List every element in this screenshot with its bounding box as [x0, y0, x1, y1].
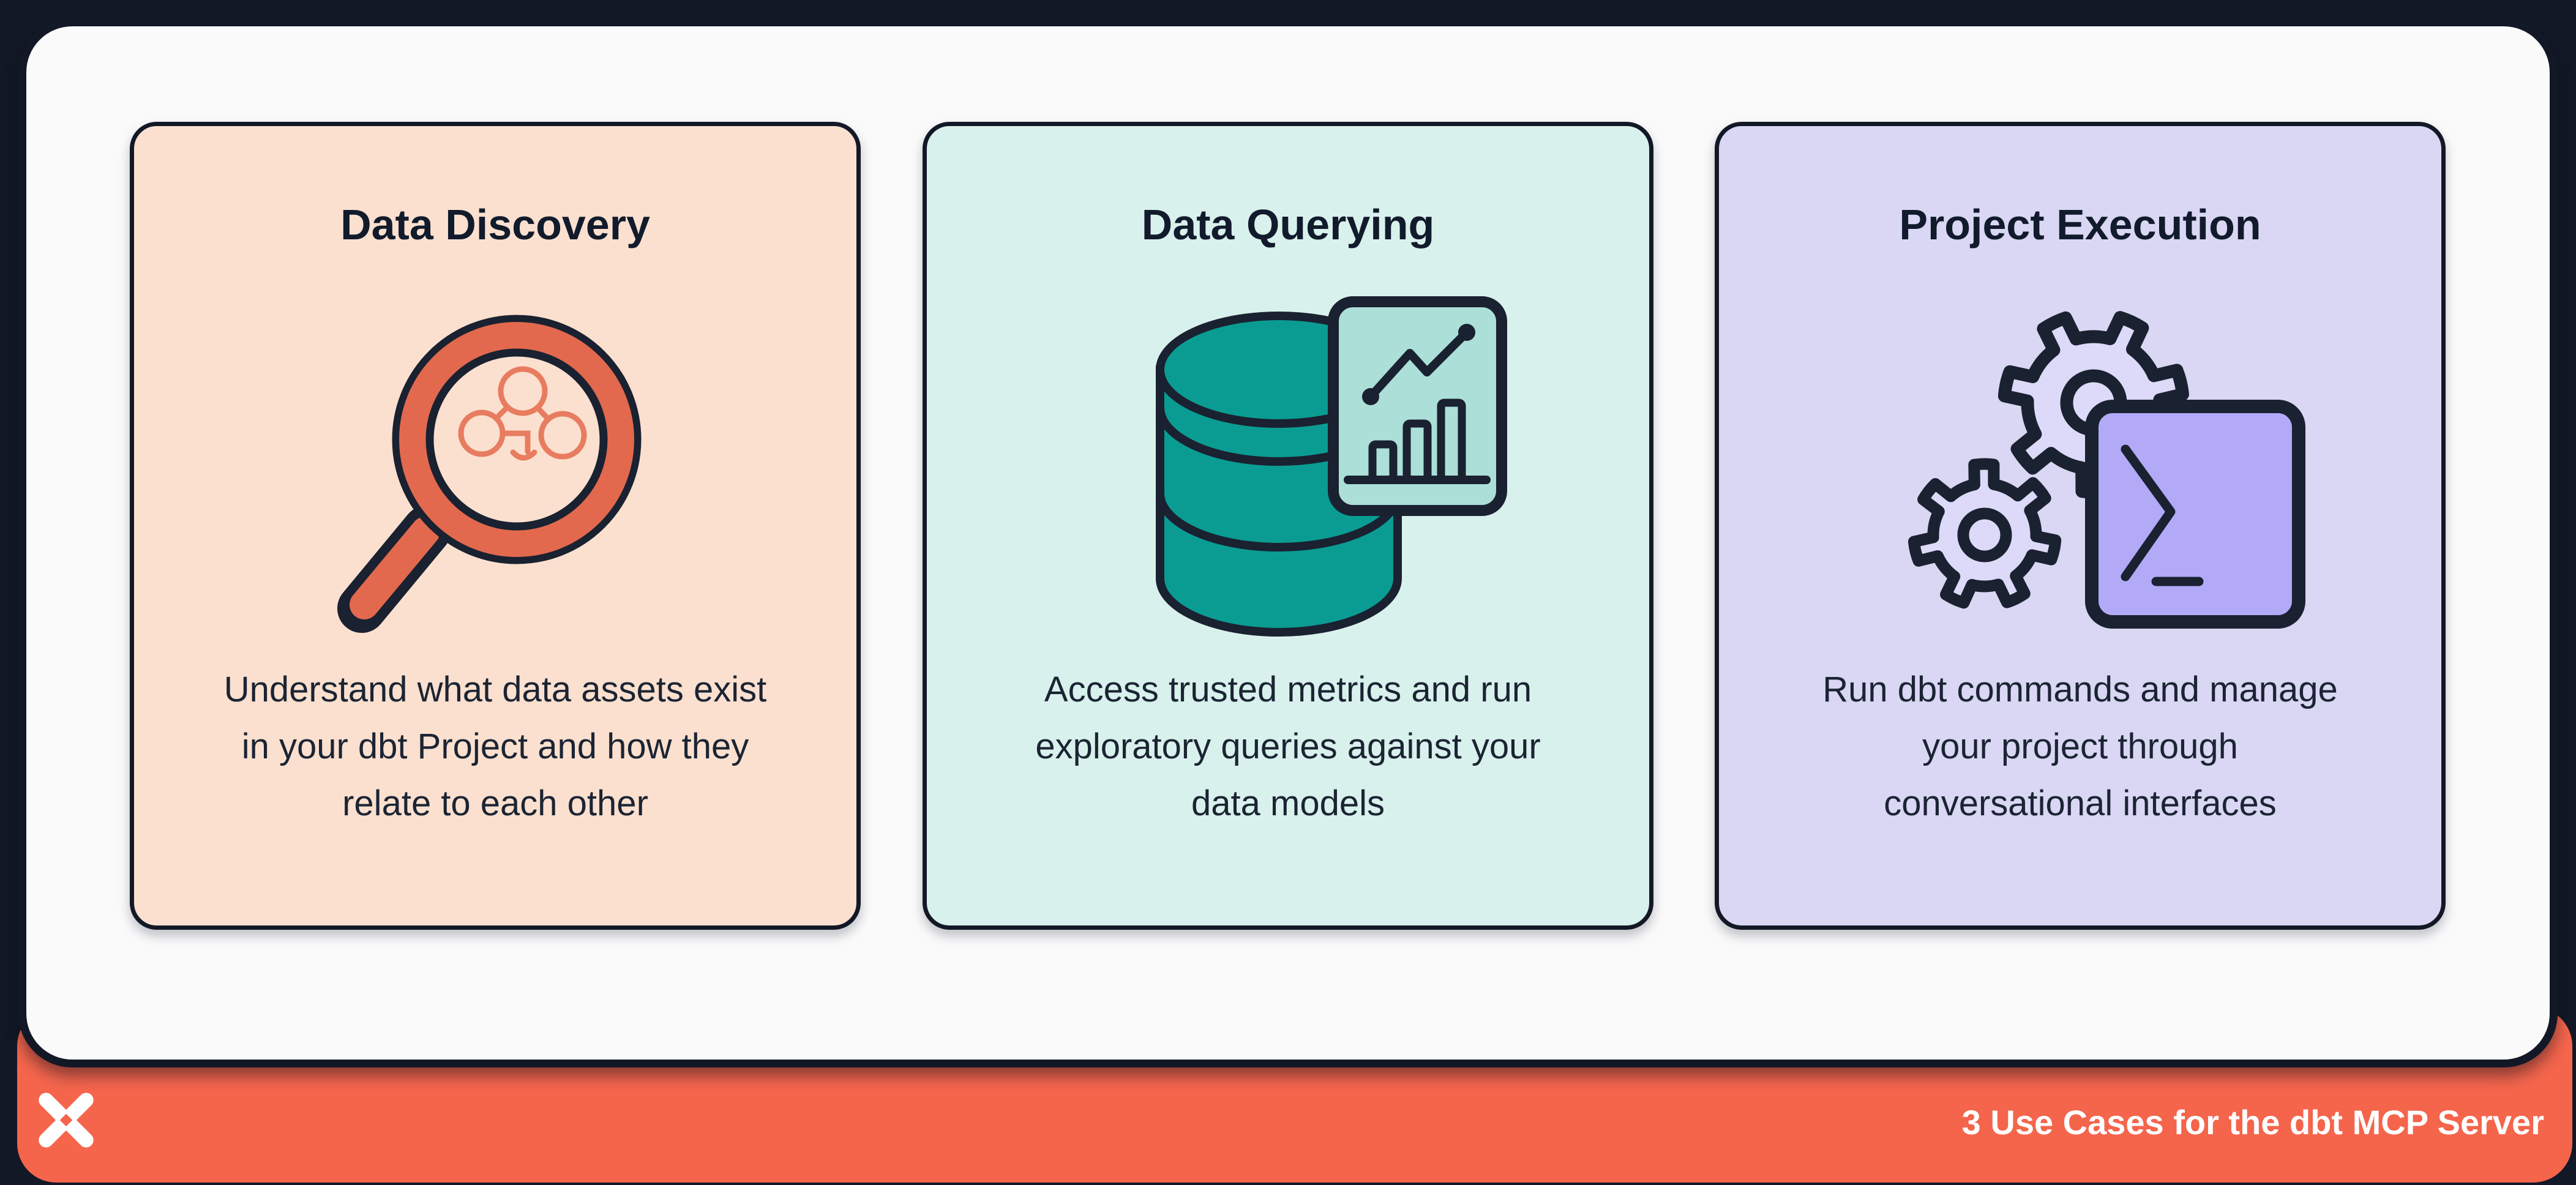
terminal-icon [2085, 400, 2305, 629]
description-line: your project through [1922, 727, 2238, 766]
card-data-discovery: Data Discovery Understand what data asse… [130, 122, 861, 930]
description-line: Access trusted metrics and run [1044, 670, 1532, 709]
description-line: conversational interfaces [1884, 783, 2277, 823]
card-description: Run dbt commands and manage your project… [1750, 661, 2411, 832]
description-line: Run dbt commands and manage [1822, 670, 2338, 709]
card-description: Access trusted metrics and run explorato… [957, 661, 1619, 832]
card-title: Data Querying [1141, 201, 1435, 249]
card-data-querying: Data Querying Access trusted metrics and… [923, 122, 1653, 930]
description-line: in your dbt Project and how they [241, 727, 749, 766]
prompt-chevron-glyph [2121, 444, 2176, 581]
footer-title: 3 Use Cases for the dbt MCP Server [1961, 1103, 2544, 1142]
card-description: Understand what data assets exist in you… [165, 661, 826, 832]
content-panel: Data Discovery Understand what data asse… [18, 18, 2558, 1067]
card-project-execution: Project Execution Run dbt commands and m… [1715, 122, 2446, 930]
chart-card-icon [1328, 296, 1507, 516]
magnifying-glass-lineage-icon [337, 315, 642, 633]
card-title: Project Execution [1899, 201, 2261, 249]
bar-chart-glyph [1344, 398, 1491, 484]
magnifier-handle [337, 506, 451, 633]
lineage-graph-icon [458, 366, 587, 461]
description-line: Understand what data assets exist [223, 670, 767, 709]
description-line: relate to each other [342, 783, 648, 823]
magnifier-ring [392, 315, 642, 564]
line-chart-glyph [1366, 328, 1471, 401]
card-title: Data Discovery [340, 201, 650, 249]
gear-icon-small [1908, 458, 2062, 609]
database-analytics-icon [1156, 296, 1507, 637]
gears-terminal-icon [1908, 311, 2305, 629]
dbt-pinwheel-logo-icon [39, 1093, 94, 1148]
description-line: data models [1191, 783, 1385, 823]
description-line: exploratory queries against your [1035, 727, 1541, 766]
